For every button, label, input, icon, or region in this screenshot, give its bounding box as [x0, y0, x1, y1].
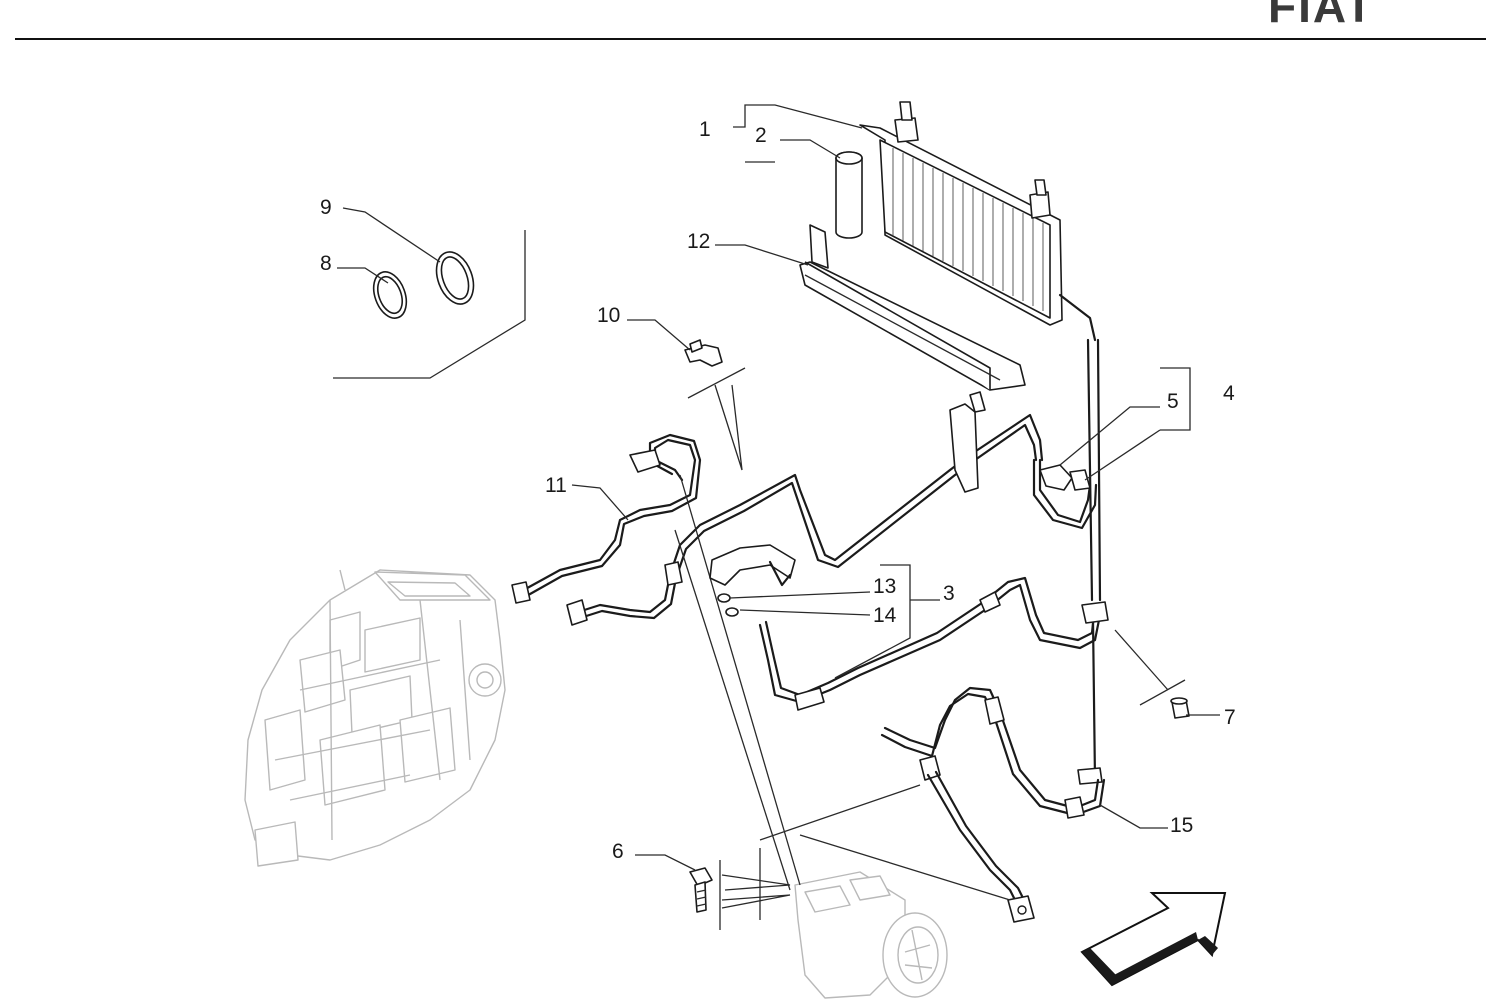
- vertical-lines: [674, 338, 1103, 891]
- part-10-clip: [627, 319, 746, 471]
- callout-8: 8: [320, 252, 332, 275]
- callout-9: 9: [320, 196, 332, 219]
- leader-5: [1059, 406, 1160, 466]
- callout-1: 1: [699, 118, 711, 141]
- bracket-4-5: [1160, 367, 1191, 431]
- callout-3: 3: [943, 582, 955, 605]
- part-12-support-bracket: [715, 224, 1026, 391]
- callout-12: 12: [687, 230, 710, 253]
- callout-15: 15: [1170, 814, 1193, 837]
- bracket-1-2: [733, 104, 863, 129]
- part-1-condenser: [859, 101, 1097, 342]
- callout-14: 14: [873, 604, 897, 627]
- callout-4: 4: [1223, 382, 1235, 405]
- callout-11: 11: [545, 474, 567, 497]
- callout-10: 10: [597, 304, 620, 327]
- header-rule: [15, 38, 1486, 40]
- callout-6: 6: [612, 840, 624, 863]
- callout-13: 13: [873, 575, 896, 598]
- callout-7: 7: [1224, 706, 1236, 729]
- hvac-housing-ghost: [244, 569, 506, 867]
- leader-5b: [1084, 429, 1161, 481]
- brand-logo-text: FIAT: [1268, 0, 1375, 24]
- callout-2: 2: [755, 124, 767, 147]
- part-11-pipe-assembly: [511, 391, 1098, 626]
- brand-logo: FIAT: [1268, 0, 1375, 24]
- part-3-hose: [709, 544, 1109, 711]
- part-group-8-9: [333, 207, 526, 379]
- part-6-bolt: [635, 854, 791, 930]
- part-2-receiver-drier: [780, 139, 863, 239]
- callout-5: 5: [1167, 390, 1179, 413]
- ac-compressor-ghost: [794, 871, 948, 999]
- part-7-cap: [1114, 629, 1220, 719]
- part-15-hose: [759, 686, 1168, 923]
- front-direction-arrow-icon: [1080, 892, 1227, 987]
